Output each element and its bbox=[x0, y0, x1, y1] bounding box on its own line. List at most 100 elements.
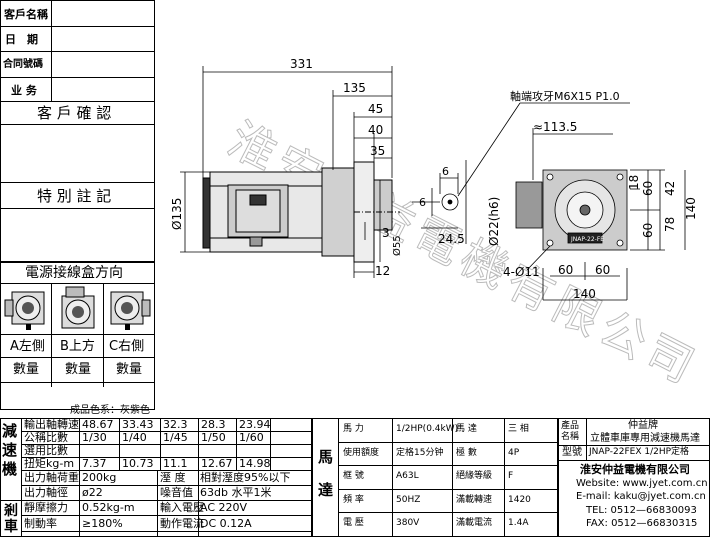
reducer-spec-value: 200kg bbox=[82, 471, 117, 484]
dim-40: 40 bbox=[368, 123, 383, 137]
motor-spec-label: 絕緣等級 bbox=[456, 471, 493, 482]
product-name-label: 產品名稱 bbox=[561, 421, 580, 442]
dim-total-length: 331 bbox=[290, 57, 313, 71]
divider bbox=[236, 418, 237, 470]
orientation-label-left: A左側 bbox=[10, 339, 45, 354]
dim-holes: 4-Ø11 bbox=[503, 265, 540, 279]
reducer-row-label: 輸出軸轉速 bbox=[24, 418, 79, 431]
divider bbox=[22, 470, 312, 471]
field-customer-name-input[interactable] bbox=[51, 1, 156, 27]
reducer-row-label: 公稱比數 bbox=[24, 431, 68, 444]
motor-spec-value: 4P bbox=[508, 447, 520, 458]
divider bbox=[22, 500, 312, 501]
flange-front-view bbox=[515, 128, 686, 301]
reducer-spec-value: 相對溼度95%以下 bbox=[200, 471, 291, 484]
qty-label-top: 數量 bbox=[65, 362, 92, 377]
motor-end-view-top-icon[interactable] bbox=[56, 286, 100, 332]
field-sales-input[interactable] bbox=[51, 78, 156, 102]
dim-approx: ≈113.5 bbox=[533, 120, 577, 134]
reducer-spec-label: 出力軸徑 bbox=[24, 486, 68, 499]
motor-spec-value: 1420 bbox=[508, 494, 531, 505]
divider bbox=[22, 457, 312, 458]
motor-side-label: 馬 達 bbox=[318, 450, 333, 498]
motor-spec-label: 馬 力 bbox=[343, 424, 364, 434]
customer-confirm-area[interactable] bbox=[0, 124, 155, 183]
product-name-line1: 仲益牌 bbox=[628, 420, 658, 431]
side-char: 車 bbox=[4, 519, 18, 535]
reducer-spec-label: 出力軸荷重 bbox=[24, 471, 79, 484]
divider bbox=[22, 485, 312, 486]
divider bbox=[0, 500, 22, 501]
reducer-cell: 28.3 bbox=[201, 418, 226, 431]
tel: TEL: 0512—66830093 bbox=[586, 505, 697, 516]
motor-spec-value: F bbox=[508, 471, 514, 482]
motor-end-view-left-icon[interactable] bbox=[4, 286, 48, 332]
divider bbox=[21, 418, 22, 537]
side-char: 機 bbox=[2, 460, 18, 478]
qty-label-right: 數量 bbox=[116, 362, 143, 377]
dim-60-right: 60 bbox=[595, 263, 610, 277]
watermark-text: 淮安仲益電機有限公司 bbox=[220, 112, 708, 396]
reducer-cell: 14.98 bbox=[239, 457, 271, 470]
reducer-spec-label: 制動率 bbox=[24, 517, 57, 530]
color-line: 成品色系：灰紫色 bbox=[70, 405, 150, 416]
dim-42: 42 bbox=[663, 181, 677, 196]
divider bbox=[339, 512, 558, 514]
motor-end-view-right-icon[interactable] bbox=[107, 286, 151, 332]
reducer-cell: 1/50 bbox=[201, 431, 226, 444]
motor-spec-value: 三 相 bbox=[508, 424, 529, 434]
reducer-cell: 32.3 bbox=[163, 418, 188, 431]
qty-input-row[interactable] bbox=[0, 382, 155, 410]
field-contract-input[interactable] bbox=[51, 52, 156, 78]
nameplate-text: JNAP-22-FE bbox=[570, 236, 604, 243]
reducer-cell: 1/45 bbox=[163, 431, 188, 444]
reducer-spec-label: 靜摩擦力 bbox=[24, 501, 68, 514]
motor-spec-label: 滿載電流 bbox=[456, 518, 493, 529]
field-label: 合同號碼 bbox=[3, 59, 43, 70]
product-info: 產品名稱 仲益牌 立體車庫專用減速機馬達 型號 JNAP-22FEX 1/2HP… bbox=[558, 418, 710, 537]
side-char: 剎 bbox=[4, 503, 18, 519]
brake-side-label: 剎 車 bbox=[4, 504, 18, 534]
shaft-end-view bbox=[412, 102, 630, 244]
motor-spec-label: 極 數 bbox=[456, 447, 477, 458]
motor-spec-value: 380V bbox=[396, 518, 420, 529]
divider bbox=[270, 418, 271, 470]
model-value: JNAP-22FEX 1/2HP定格 bbox=[589, 447, 690, 457]
reducer-cell: 33.43 bbox=[122, 418, 154, 431]
field-label: 客戶名稱 bbox=[4, 8, 48, 21]
divider bbox=[103, 283, 104, 387]
left-panel: 客戶名稱 日 期 合同號碼 业 务 客 戶 確 認 特 別 註 記 電源接線盒方… bbox=[0, 0, 155, 410]
motor-spec-label: 電 壓 bbox=[343, 518, 364, 529]
motor-spec-label: 頻 率 bbox=[343, 494, 364, 505]
field-customer-name-row: 客戶名稱 bbox=[0, 0, 155, 27]
divider bbox=[452, 418, 453, 537]
reducer-row-label: 選用比數 bbox=[24, 444, 68, 457]
reducer-row-label: 扭矩kg-m bbox=[24, 457, 75, 470]
fax: FAX: 0512—66830315 bbox=[586, 518, 698, 529]
side-char: 馬 bbox=[318, 448, 334, 466]
customer-confirm-header: 客 戶 確 認 bbox=[0, 101, 155, 125]
customer-confirm-title: 客 戶 確 認 bbox=[37, 104, 112, 122]
motor-spec-value: 1.4A bbox=[508, 518, 529, 529]
dim-dia55: Ø55 bbox=[391, 235, 403, 256]
divider bbox=[22, 444, 312, 445]
email[interactable]: E-mail: kaku@jyet.com.cn bbox=[576, 491, 706, 502]
divider bbox=[392, 418, 393, 537]
product-name-line2: 立體車庫專用減速機馬達 bbox=[590, 433, 700, 444]
special-notes-area[interactable] bbox=[0, 208, 155, 262]
motor-side-view bbox=[202, 161, 400, 263]
divider bbox=[22, 531, 312, 532]
field-label: 业 务 bbox=[11, 84, 37, 97]
divider bbox=[160, 418, 161, 470]
reducer-cell: 1/30 bbox=[82, 431, 107, 444]
field-date-input[interactable] bbox=[51, 27, 156, 52]
dim-140-vertical: 140 bbox=[684, 197, 698, 220]
divider bbox=[586, 418, 587, 460]
reducer-cell: 48.67 bbox=[82, 418, 114, 431]
divider bbox=[79, 470, 80, 537]
divider bbox=[339, 441, 558, 443]
website[interactable]: Website: www.jyet.com.cn bbox=[576, 478, 708, 489]
dim-140-horizontal: 140 bbox=[573, 287, 596, 301]
reducer-spec-value: 0.52kg-m bbox=[82, 501, 135, 514]
